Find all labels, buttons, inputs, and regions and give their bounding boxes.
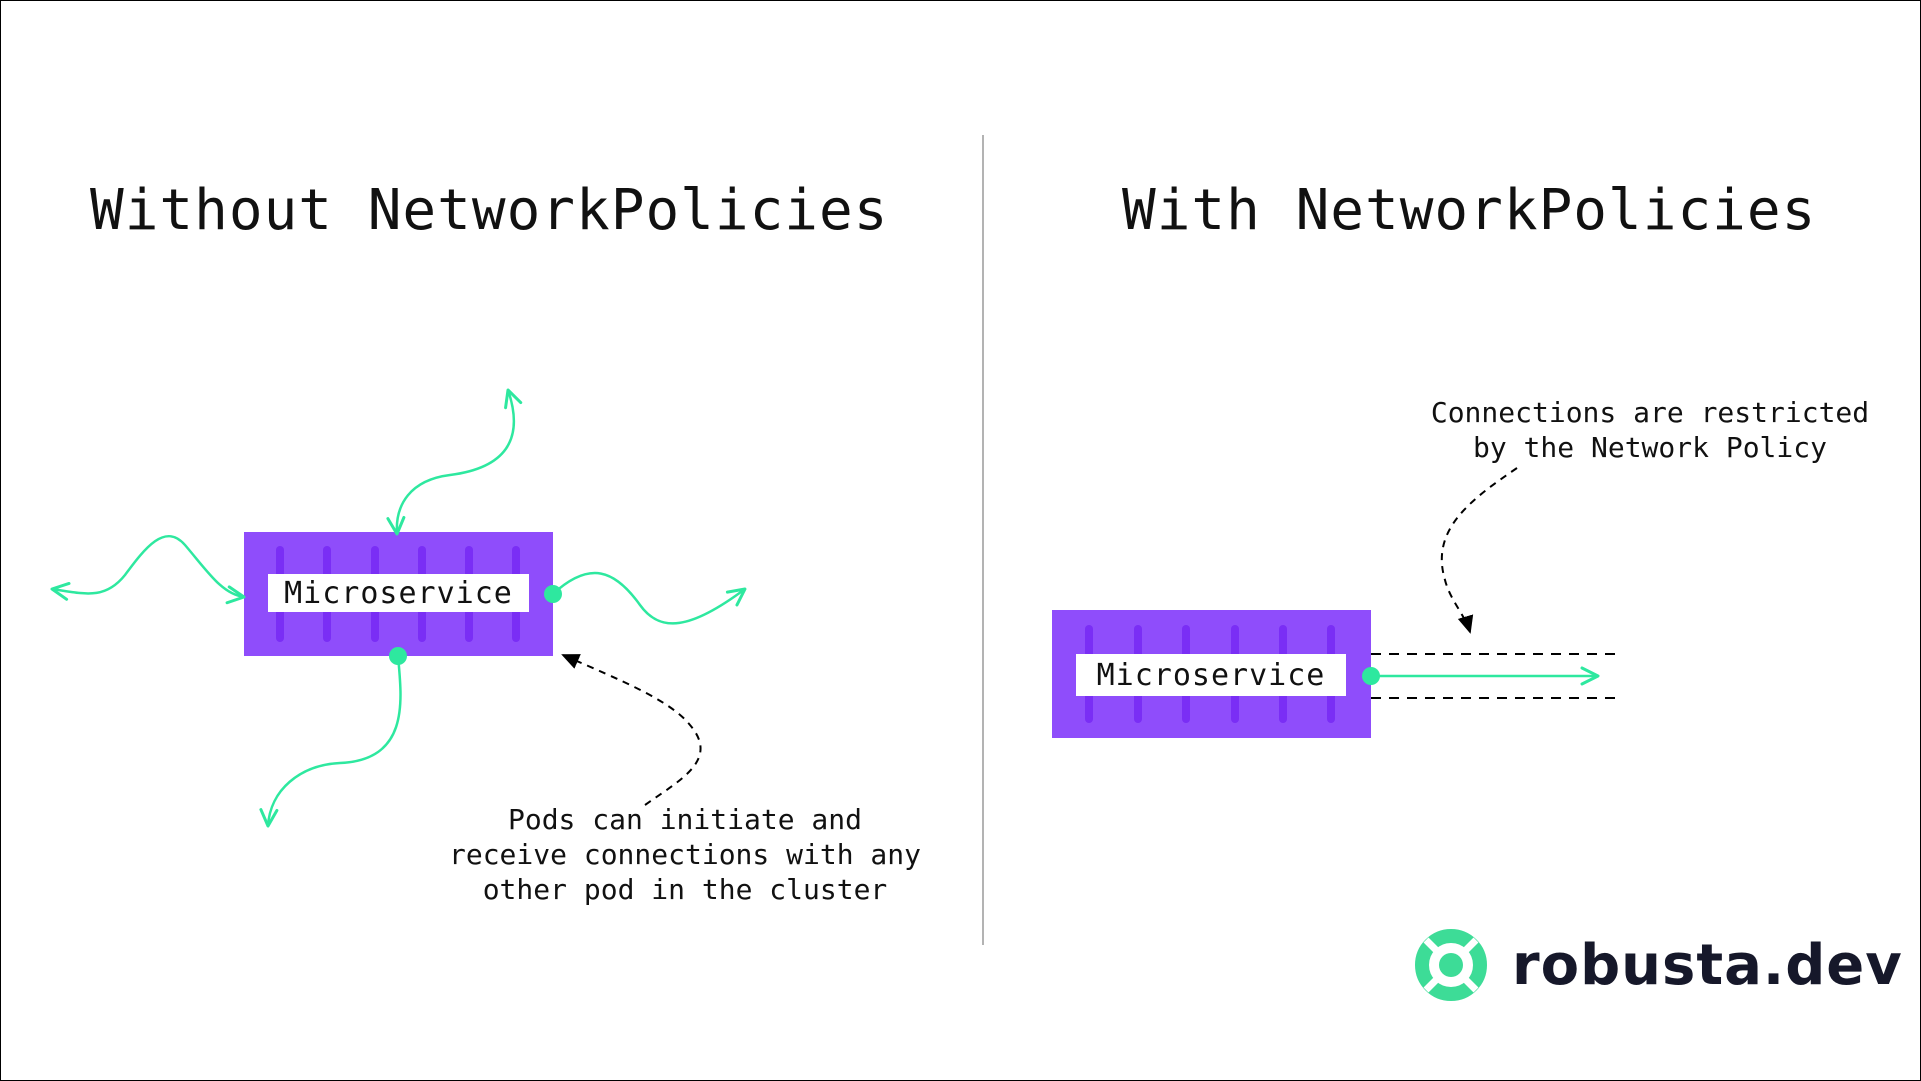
annotation-pointer-right (1440, 467, 1518, 634)
center-divider (982, 135, 984, 945)
connection-arrow-bottom (259, 655, 402, 828)
microservice-box-right: Microservice (1052, 610, 1371, 738)
connection-dot (544, 585, 562, 603)
right-annotation: Connections are restricted by the Networ… (1430, 396, 1870, 464)
left-annotation: Pods can initiate and receive connection… (448, 803, 921, 906)
connection-dot (389, 647, 407, 665)
robusta-logo[interactable]: robusta.dev (1412, 926, 1903, 1004)
logo-text: robusta.dev (1512, 932, 1903, 998)
microservice-label-left: Microservice (268, 574, 529, 612)
connection-arrow-left (50, 534, 246, 605)
connection-arrow-right (552, 571, 747, 625)
annotation-pointer-left (561, 654, 702, 806)
microservice-label-right: Microservice (1076, 654, 1346, 696)
lifebuoy-icon (1415, 929, 1487, 1001)
right-title: With NetworkPolicies (1122, 178, 1817, 243)
connection-dot (1362, 667, 1380, 685)
microservice-box-left: Microservice (244, 532, 553, 656)
left-title: Without NetworkPolicies (90, 178, 889, 243)
connection-arrow-top (386, 388, 523, 536)
